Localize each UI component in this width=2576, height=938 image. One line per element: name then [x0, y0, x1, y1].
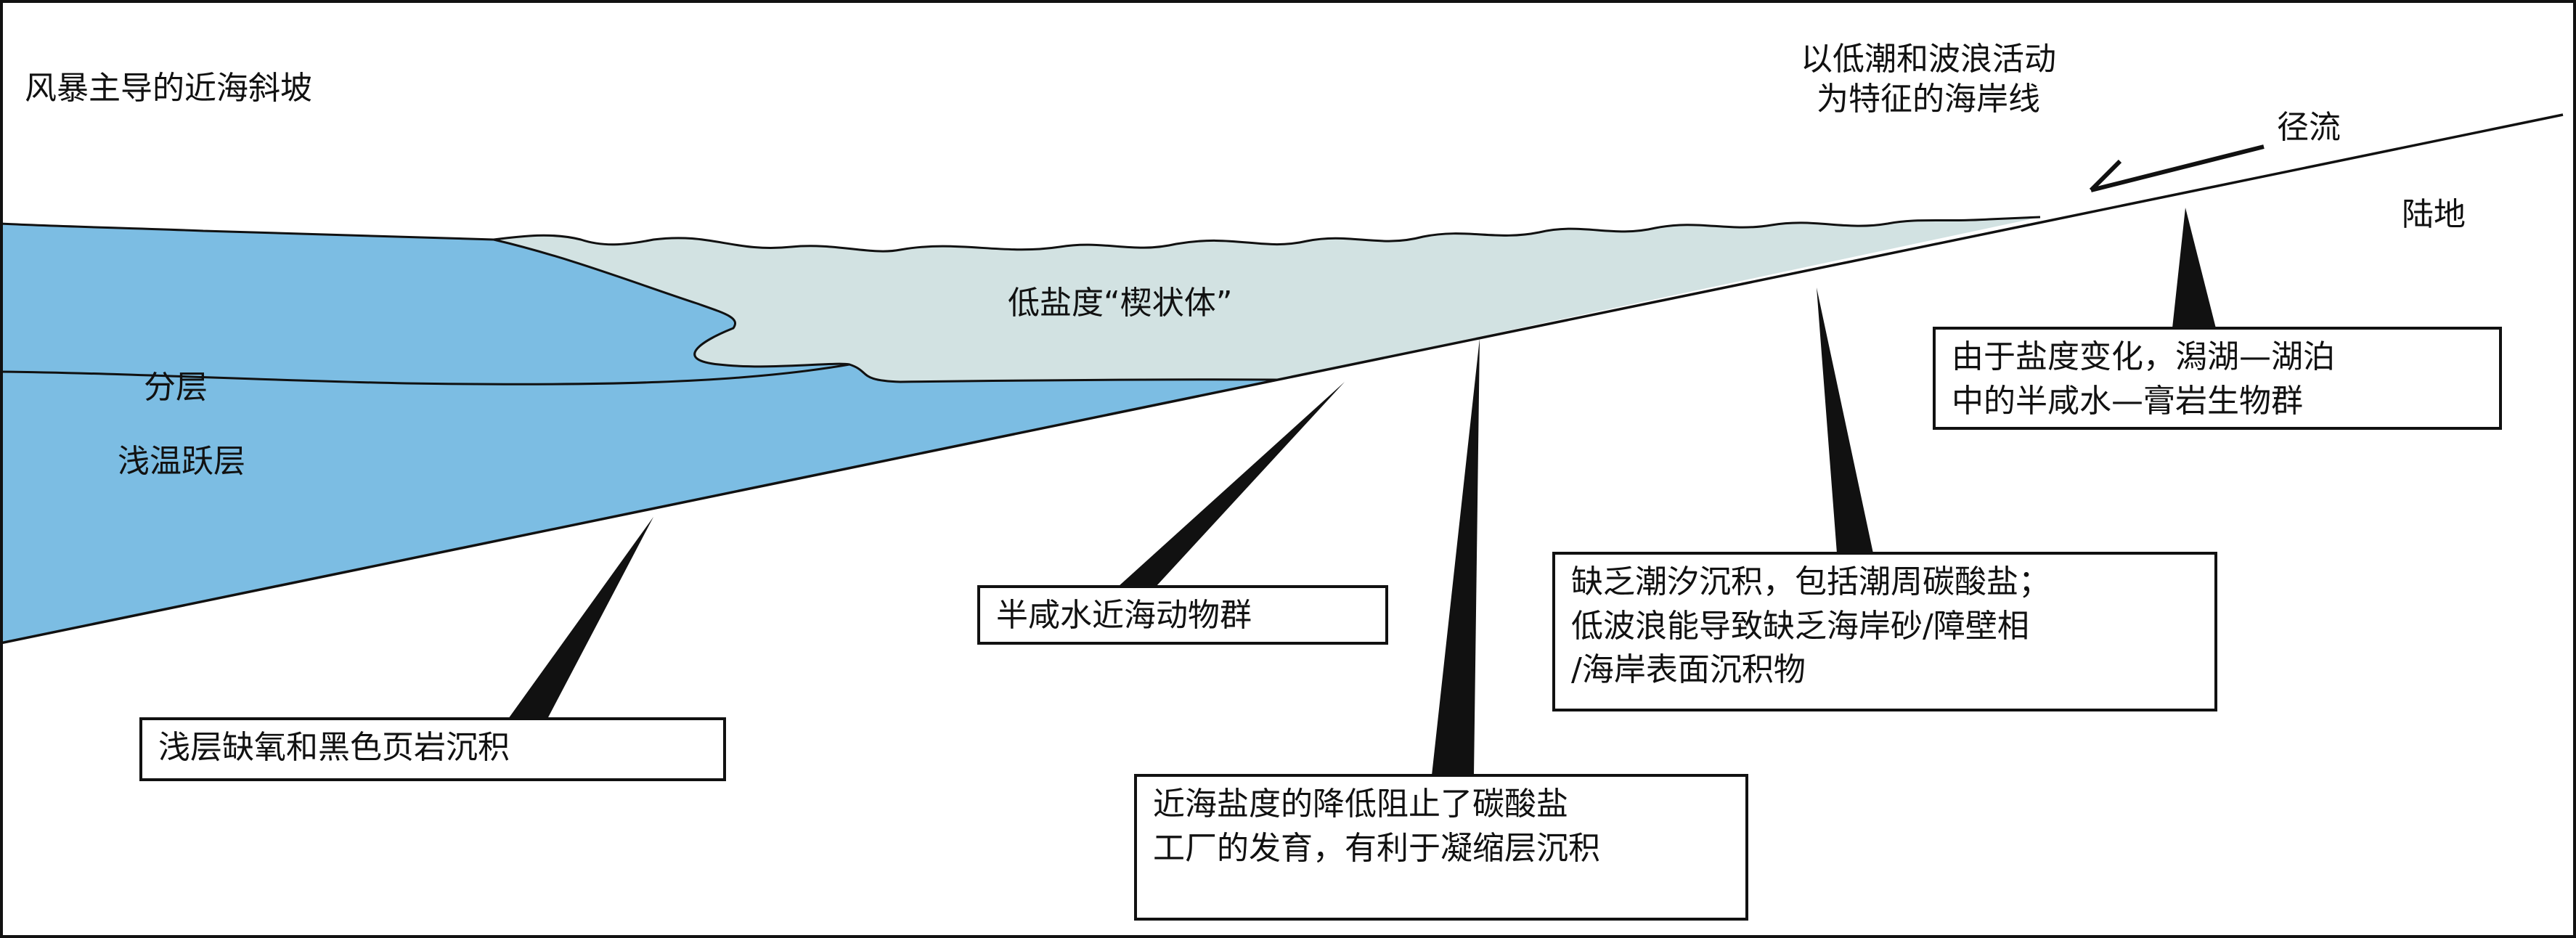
- runoff-label: 径流: [2277, 109, 2341, 146]
- coastline-label: 以低潮和波浪活动 为特征的海岸线: [1801, 41, 2056, 118]
- pointer-hypersaline: [2172, 208, 2216, 328]
- sea-water-region: [0, 224, 1278, 643]
- callout-salinity: 近海盐度的降低阻止了碳酸盐 工厂的发育，有利于凝缩层沉积: [1134, 774, 1748, 921]
- callout-anoxic: 浅层缺氧和黑色页岩沉积: [139, 717, 726, 781]
- pointer-anoxic: [508, 517, 653, 719]
- thermocline-label: 浅温跃层: [118, 443, 245, 480]
- callout-tidal: 缺乏潮汐沉积，包括潮周碳酸盐； 低波浪能导致缺乏海岸砂/障壁相 /海岸表面沉积物: [1552, 552, 2217, 711]
- callout-hypersaline-biota: 由于盐度变化，潟湖—湖泊 中的半咸水—膏岩生物群: [1933, 327, 2502, 430]
- wedge-label: 低盐度“楔状体”: [1008, 285, 1233, 322]
- stratification-label: 分层: [144, 369, 208, 406]
- outline-strokes: [0, 113, 2564, 645]
- pointer-brackish-fauna: [1118, 382, 1345, 587]
- callout-pointers: [508, 208, 2216, 775]
- runoff-arrow: [2089, 144, 2265, 192]
- land-label: 陆地: [2402, 196, 2466, 233]
- title-label: 风暴主导的近海斜坡: [25, 70, 312, 107]
- low-salinity-wedge-region: [494, 217, 2040, 382]
- callout-brackish-fauna: 半咸水近海动物群: [977, 585, 1388, 645]
- pointer-salinity: [1432, 338, 1480, 775]
- pointer-tidal: [1817, 287, 1873, 553]
